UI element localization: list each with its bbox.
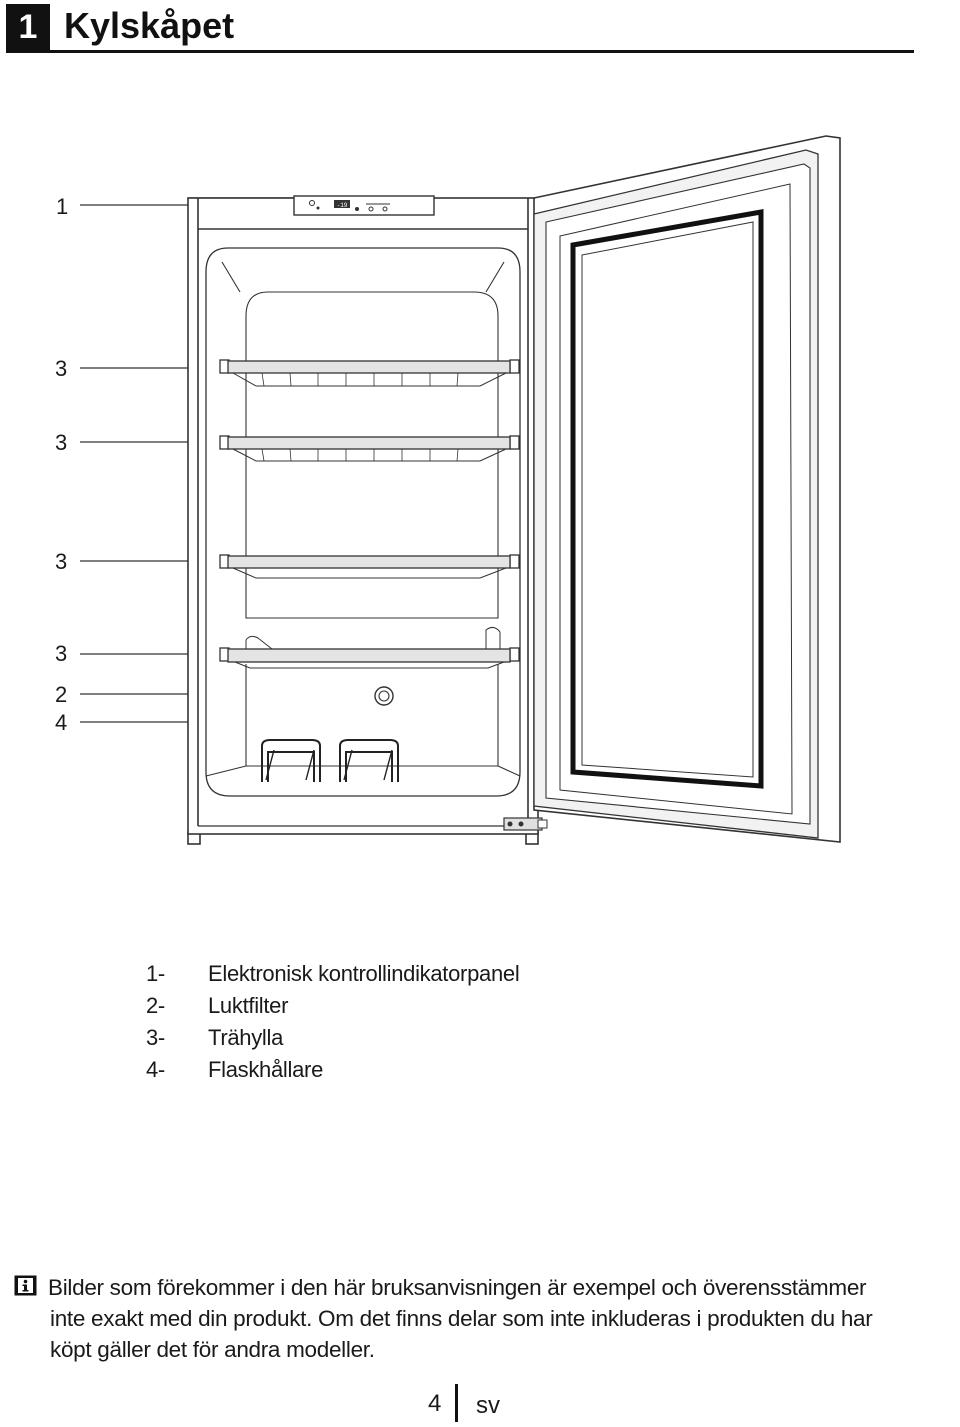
info-icon: [14, 1275, 37, 1296]
legend-item: 3- Trähylla: [146, 1022, 519, 1054]
section-header: 1 Kylskåpet: [6, 2, 914, 53]
note-line: köpt gäller det för andra modeller.: [50, 1337, 375, 1362]
legend-number: 3-: [146, 1025, 165, 1050]
legend-item: 2- Luktfilter: [146, 990, 519, 1022]
control-panel: -19: [293, 195, 435, 216]
shelf-3: [219, 554, 520, 579]
shelf-1: [219, 359, 520, 387]
legend-label: Flaskhållare: [208, 1057, 324, 1082]
language-code: sv: [476, 1392, 500, 1419]
shelf-4: [219, 626, 520, 669]
legend-label: Luktfilter: [208, 993, 289, 1018]
callout-4: 4: [55, 710, 67, 735]
bottle-holders: [261, 739, 399, 782]
shelf-slats: [261, 372, 459, 462]
callout-3b: 3: [55, 430, 67, 455]
legend-number: 4-: [146, 1057, 165, 1082]
section-number: 1: [6, 4, 50, 50]
shelf-2: [219, 435, 520, 462]
legend-item: 4- Flaskhållare: [146, 1054, 519, 1086]
page-number: 4: [428, 1390, 442, 1417]
callout-3a: 3: [55, 356, 67, 381]
page-footer: 4 sv: [0, 1384, 960, 1424]
callout-3d: 3: [55, 641, 67, 666]
header-rule: [6, 50, 914, 53]
panel-display: -19: [337, 202, 348, 209]
legend-label: Trähylla: [208, 1025, 284, 1050]
note-text: Bilder som förekommer i den här bruksanv…: [48, 1272, 958, 1365]
legend: 1- Elektronisk kontrollindikatorpanel 2- L…: [146, 958, 520, 1086]
cabinet: [187, 197, 539, 845]
door: [503, 135, 841, 843]
note-line: Bilder som förekommer i den här bruksanv…: [48, 1275, 867, 1300]
wooden-shelves: [219, 359, 520, 669]
section-title: Kylskåpet: [64, 5, 235, 46]
legend-label: Elektronisk kontrollindikatorpanel: [208, 961, 520, 986]
refrigerator-diagram: 1 3 3 3 3 2 4: [55, 135, 841, 845]
note-line: inte exakt med din produkt. Om det finns…: [50, 1306, 873, 1331]
odor-filter: [374, 686, 394, 706]
legend-number: 2-: [146, 993, 165, 1018]
callout-3c: 3: [55, 549, 67, 574]
callout-2: 2: [55, 682, 67, 707]
legend-item: 1- Elektronisk kontrollindikatorpanel: [146, 958, 520, 990]
footer-separator: [455, 1384, 458, 1422]
callout-1: 1: [56, 194, 68, 219]
legend-number: 1-: [146, 961, 165, 986]
